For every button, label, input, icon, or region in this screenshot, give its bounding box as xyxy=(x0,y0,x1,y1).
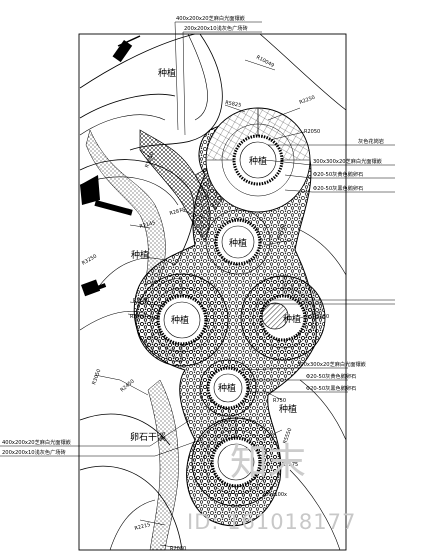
dim-r750: R750 xyxy=(273,398,286,404)
planting-circle-4 xyxy=(240,275,326,361)
road-edge xyxy=(79,114,166,136)
dim-r2175: R2175 xyxy=(282,462,298,468)
dim-r2215: R2215 xyxy=(134,522,151,532)
planting-circle-3 xyxy=(135,273,229,367)
dim-r3050: R3050 xyxy=(91,368,102,385)
plant-label-circle2: 种植 xyxy=(229,237,247,249)
dim-r3250: R3250 xyxy=(144,151,155,168)
dim-r2050: R2050 xyxy=(304,129,320,135)
plant-label-right-low: 种植 xyxy=(279,403,297,415)
callout-left-2: 200x200x10浅灰色广场砖 xyxy=(2,448,66,456)
road-edge xyxy=(79,33,196,89)
bed-edge xyxy=(299,229,347,276)
plant-label-circle3: 种植 xyxy=(171,314,189,326)
bed-edge xyxy=(259,33,347,111)
callout-right-lower-3: Φ20-50灰黑色鹅卵石 xyxy=(306,384,356,392)
leader-lines xyxy=(0,21,395,457)
planting-circle-2 xyxy=(205,209,271,275)
dim-r2250a: R2250 xyxy=(299,95,316,106)
dim-200x100: 200x100x xyxy=(262,492,287,498)
plant-label-dry-stream: 卵石干溪 xyxy=(130,431,166,443)
dim-r2800: R2800 xyxy=(130,314,146,320)
planting-circle-1 xyxy=(205,107,311,213)
callout-right-upper-2: 300x300x20芝麻白光面镶嵌 xyxy=(313,157,382,165)
watermark-brand: 知末 xyxy=(230,440,306,484)
dim-r2145: R2145 xyxy=(139,220,156,230)
callout-right-lower-1: 300x300x20芝麻白光面镶嵌 xyxy=(297,360,366,368)
dim-r2080: R2080 xyxy=(170,546,186,552)
plant-label-top: 种植 xyxy=(158,67,176,79)
dimension-labels: R10049 R2250 R2050 R3250 R2875 R5825 R21… xyxy=(81,54,329,552)
callout-right-upper-4: Φ20-50灰黑色鹅卵石 xyxy=(313,184,363,192)
callout-right-upper-1: 灰色花岗岩 xyxy=(358,137,384,145)
plant-label-circle5: 种植 xyxy=(218,382,236,394)
callout-left-1: 400x200x20芝麻白光面镶嵌 xyxy=(2,438,71,446)
dim-r3250b: R3250 xyxy=(81,253,98,266)
dim-r2875: R2875 xyxy=(169,207,186,217)
callout-right-upper-3: Φ20-50灰黄色鹅卵石 xyxy=(313,170,363,178)
dim-r2250b: R2250 xyxy=(313,314,329,320)
dim-r5825: R5825 xyxy=(225,100,242,109)
bed-edge xyxy=(109,499,156,551)
bed-edge xyxy=(187,33,208,121)
dim-r2600: R2600 xyxy=(133,298,149,304)
dim-r2340: R2340 xyxy=(276,223,287,240)
plant-label-circle1: 种植 xyxy=(249,155,267,167)
planting-circle-6 xyxy=(191,417,281,507)
watermark-id: ID: 161018177 xyxy=(187,510,356,534)
callout-top-1: 400x200x20芝麻白光面镶嵌 xyxy=(176,14,245,22)
gravel-path xyxy=(147,379,179,551)
bed-edge xyxy=(299,379,347,441)
plant-label-circle4: 种植 xyxy=(283,313,301,325)
callout-top-2: 200x200x10浅灰色广场砖 xyxy=(184,24,248,32)
plant-label-left-mid: 种植 xyxy=(131,249,149,261)
site-boundary xyxy=(78,33,347,551)
bed-edge xyxy=(289,469,341,551)
left-walls xyxy=(80,35,141,297)
dim-r5550: R5550 xyxy=(282,427,293,444)
callout-right-lower-2: Φ20-50灰黄色鹅卵石 xyxy=(306,372,356,380)
planting-circle-5 xyxy=(199,359,257,417)
road-edge xyxy=(79,93,176,119)
radius-lines xyxy=(94,59,321,549)
